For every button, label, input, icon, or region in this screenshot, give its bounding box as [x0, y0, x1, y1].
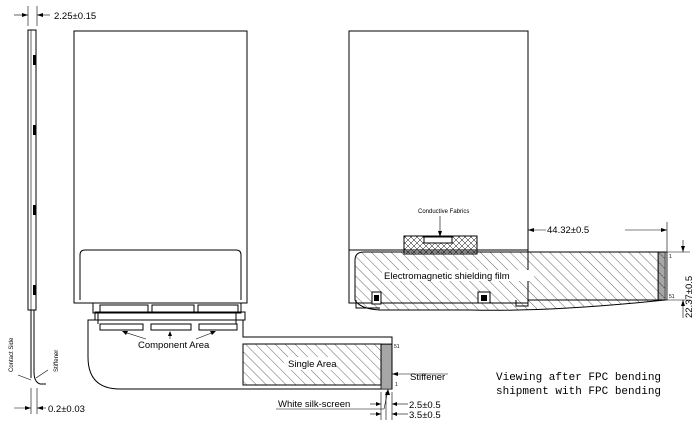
back-pin-top: 1 [669, 254, 672, 260]
side-stiffener-label: Stiffener [54, 350, 60, 372]
component-pad-1 [99, 323, 144, 331]
component-pad-2 [150, 323, 192, 331]
back-width-dim: 44.32±0.5 [547, 225, 589, 236]
back-height-dim: 22.37±0.5 [684, 276, 695, 318]
emi-shielding-film [354, 251, 666, 311]
front-dim-a: 2.5±0.5 [409, 400, 441, 411]
note-line-1: Viewing after FPC bending [496, 372, 661, 384]
contact-side-label: Contact Side [9, 337, 15, 372]
side-thickness-dim: 2.25±0.15 [54, 11, 96, 22]
front-pin-contacts [380, 343, 393, 390]
side-view: 2.25±0.15 Contact Side Stiffener 0.2±0.0… [9, 6, 96, 415]
back-view: 1 51 Electromagnetic shielding film Cond… [348, 30, 695, 318]
back-pin-bottom: 51 [669, 294, 675, 300]
single-area-label: Single Area [288, 359, 337, 370]
component-area-label: Component Area [138, 340, 210, 351]
conductive-fabrics-label: Conductive Fabrics [418, 209, 469, 215]
notes: Viewing after FPC bending shipment with … [496, 372, 661, 398]
back-pin-contacts [657, 251, 668, 301]
front-view: Component Area Single Area 51 1 Stiffene… [73, 30, 448, 421]
note-line-2: shipment with FPC bending [496, 386, 661, 398]
conductive-fabrics-region [403, 235, 478, 255]
side-module-body [27, 29, 37, 311]
front-pin-first: 51 [394, 344, 400, 350]
front-stiffener-label: Stiffener [410, 372, 445, 383]
front-dim-b: 3.5±0.5 [409, 410, 441, 421]
component-pad-3 [198, 323, 238, 331]
emi-film-label: Electromagnetic shielding film [384, 271, 510, 282]
front-pin-last: 1 [395, 382, 398, 388]
front-fpc-body [87, 319, 393, 390]
front-display-outline [73, 30, 248, 304]
white-silk-screen-label: White silk-screen [278, 399, 350, 410]
fpc-thickness-dim: 0.2±0.03 [48, 404, 85, 415]
